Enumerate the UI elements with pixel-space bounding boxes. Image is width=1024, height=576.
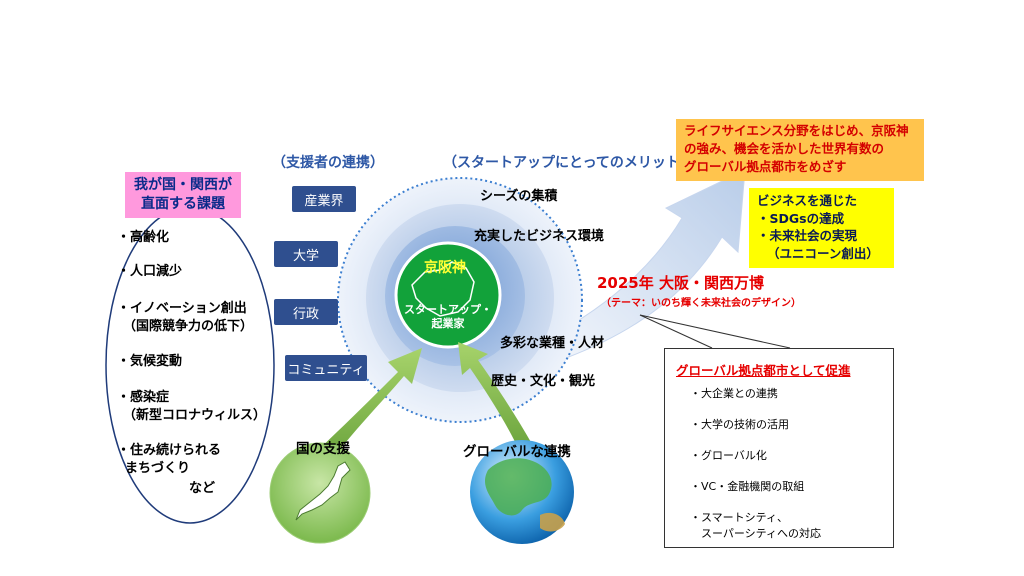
challenge-line: ・イノベーション創出 xyxy=(117,301,247,316)
goal-line: グローバル拠点都市をめざす xyxy=(684,159,847,174)
hub-item-line: ・スマートシティ、 xyxy=(690,511,789,524)
merits-header: （スタートアップにとってのメリット） xyxy=(443,155,694,171)
challenge-line: ・人口減少 xyxy=(117,264,183,279)
earth-landmass xyxy=(485,458,552,516)
merit-diverse-talent: 多彩な業種・人材 xyxy=(500,336,605,351)
center-line: 起業家 xyxy=(431,317,465,330)
goal-line: の強み、機会を活かした世界有数の xyxy=(684,141,885,156)
challenge-item: ・高齢化 xyxy=(117,229,169,247)
core-circle xyxy=(394,241,502,349)
challenges-title: 我が国・関西が 直面する課題 xyxy=(125,172,241,218)
challenge-item: ・住み続けられる まちづくり xyxy=(117,442,221,478)
national-support-arrow xyxy=(318,348,422,462)
challenge-item: ・イノベーション創出 （国際競争力の低下） xyxy=(117,300,253,336)
center-title: 京阪神 xyxy=(424,260,466,276)
hub-box xyxy=(664,348,894,548)
national-support-label: 国の支援 xyxy=(296,441,350,457)
sdgs-line: （ユニコーン創出） xyxy=(767,245,879,261)
center-line: スタートアップ・ xyxy=(404,303,492,316)
challenge-line: （国際競争力の低下） xyxy=(123,319,254,334)
supporter-community: コミュニティ xyxy=(285,355,367,381)
challenges-etc: など xyxy=(189,481,216,496)
earth-landmass-2 xyxy=(540,512,565,532)
japan-globe xyxy=(269,442,371,544)
hub-item: ・スマートシティ、 スーパーシティへの対応 xyxy=(690,510,821,542)
hub-item-line: スーパーシティへの対応 xyxy=(690,527,822,540)
sdgs-box: ビジネスを通じた ・SDGsの達成 ・未来社会の実現 （ユニコーン創出） xyxy=(749,188,894,268)
challenge-item: ・気候変動 xyxy=(117,353,182,371)
merit-history-culture: 歴史・文化・観光 xyxy=(491,374,596,389)
goal-line: ライフサイエンス分野をはじめ、京阪神 xyxy=(684,123,909,138)
challenge-item: ・感染症 （新型コロナウィルス） xyxy=(117,389,266,425)
connector-line-2 xyxy=(639,314,791,349)
challenge-line: ・住み続けられる xyxy=(117,443,222,458)
global-collab-label: グローバルな連携 xyxy=(463,444,571,460)
center-startups: スタートアップ・ 起業家 xyxy=(400,303,496,331)
challenge-line: まちづくり xyxy=(125,461,191,476)
connector-line-1 xyxy=(639,314,713,349)
supporter-industry: 産業界 xyxy=(292,186,356,212)
hub-title: グローバル拠点都市として促進 xyxy=(676,363,851,378)
expo-subtitle: （テーマ：いのち輝く未来社会のデザイン） xyxy=(601,298,801,309)
sdgs-line: ・未来社会の実現 xyxy=(757,228,858,243)
expo-title: 2025年 大阪・関西万博 xyxy=(597,274,764,292)
global-collab-arrow xyxy=(458,342,532,452)
challenge-line: ・高齢化 xyxy=(117,230,170,245)
challenge-line: （新型コロナウィルス） xyxy=(123,408,267,423)
challenge-line: ・気候変動 xyxy=(117,354,183,369)
hub-item: ・大企業との連携 xyxy=(690,387,778,400)
merit-seeds: シーズの集積 xyxy=(480,189,558,204)
supporter-university: 大学 xyxy=(274,241,338,267)
supporter-government: 行政 xyxy=(274,299,338,325)
challenge-item: ・人口減少 xyxy=(117,263,182,281)
goal-box: ライフサイエンス分野をはじめ、京阪神 の強み、機会を活かした世界有数の グローバ… xyxy=(676,119,924,181)
supporters-header: （支援者の連携） xyxy=(272,155,384,171)
japan-map xyxy=(295,461,351,521)
hub-item: ・グローバル化 xyxy=(690,449,767,462)
sdgs-line: ビジネスを通じた xyxy=(757,193,858,208)
challenges-title-line: 直面する課題 xyxy=(141,196,225,212)
merit-business-env: 充実したビジネス環境 xyxy=(474,229,605,244)
hub-item: ・VC・金融機関の取組 xyxy=(690,480,805,493)
hub-item: ・大学の技術の活用 xyxy=(690,418,789,431)
sdgs-line: ・SDGsの達成 xyxy=(757,210,845,226)
kansai-map-outline xyxy=(411,261,475,317)
challenge-line: ・感染症 xyxy=(117,390,170,405)
challenges-title-line: 我が国・関西が xyxy=(134,177,232,193)
growth-arrow xyxy=(547,169,746,359)
